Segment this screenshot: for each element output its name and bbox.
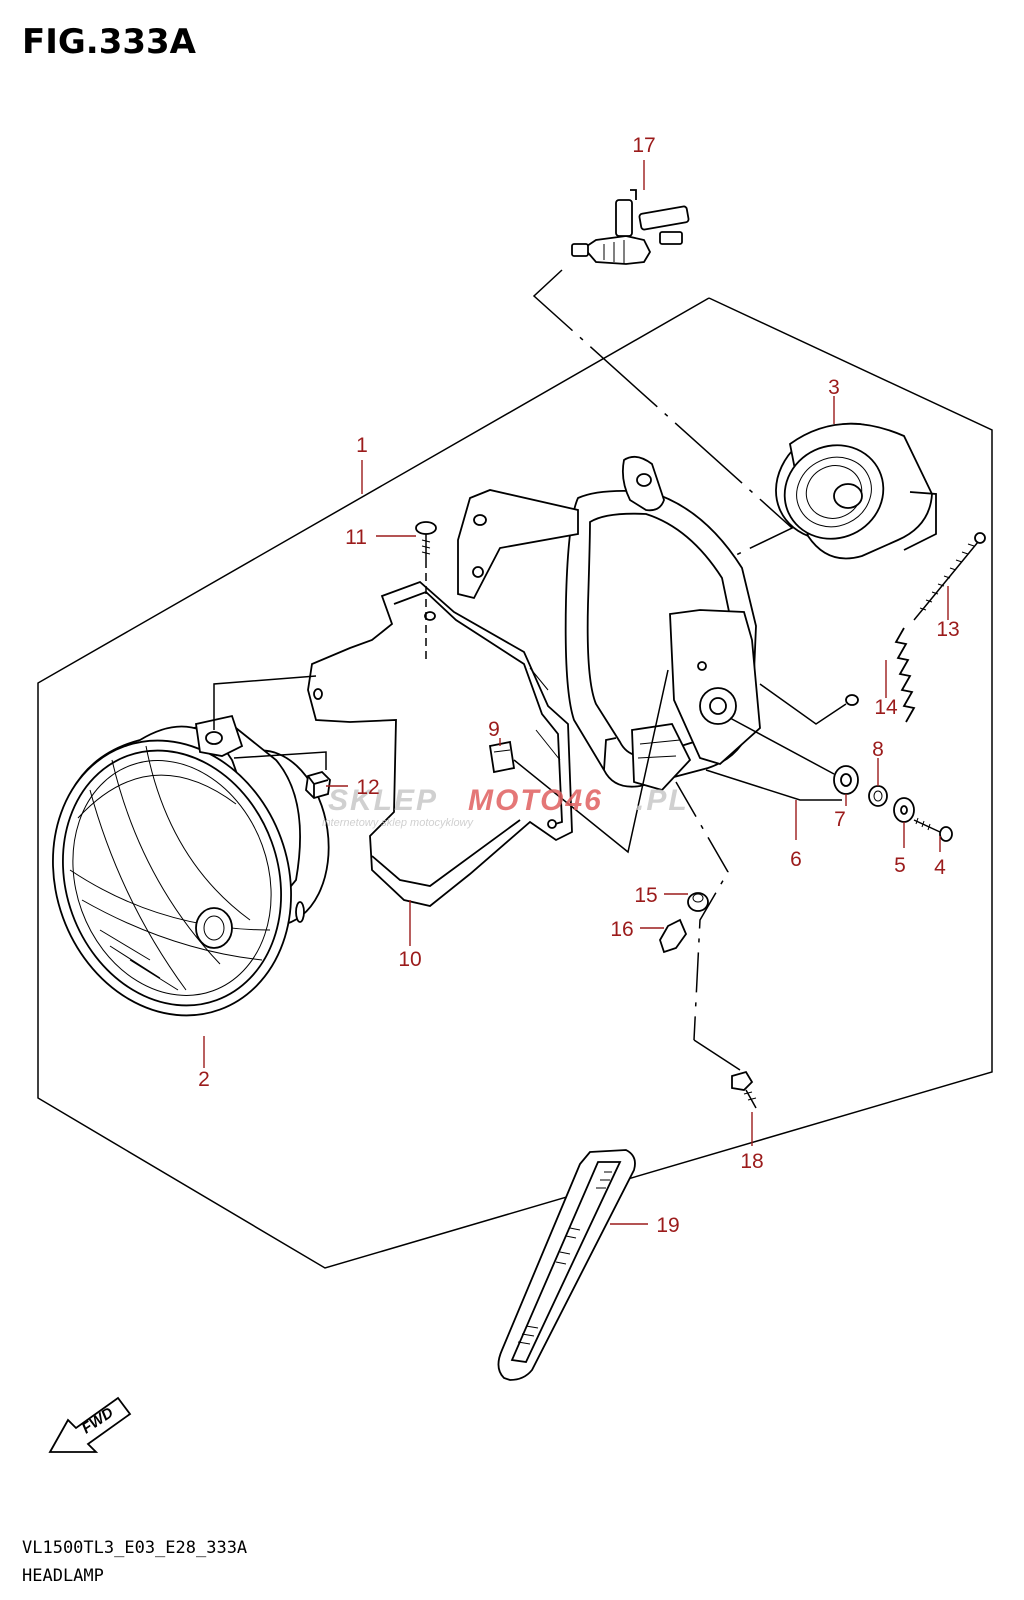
part-grommet-15 [687, 892, 709, 912]
callout-10: 10 [398, 948, 421, 971]
callout-2: 2 [198, 1068, 210, 1091]
callout-9: 9 [488, 718, 500, 741]
part-bolt-18 [731, 1070, 757, 1109]
clamp-guide-line [513, 669, 669, 854]
callout-17: 17 [632, 134, 655, 157]
spring-guide-line [759, 683, 847, 725]
nut-guide-line [233, 751, 327, 770]
part-collar [868, 785, 888, 807]
adjuster-guide-line [729, 717, 835, 775]
watermark-domain: .PL [636, 784, 689, 817]
callout-14: 14 [874, 696, 898, 719]
part-washer [893, 797, 915, 823]
part-grommet [833, 765, 859, 795]
callout-8: 8 [872, 738, 884, 761]
watermark-brand-gray: SKLEP [328, 784, 438, 817]
part-reflector [497, 1149, 636, 1381]
callout-11: 11 [345, 526, 367, 549]
callout-labels: 1 2 3 4 5 6 7 8 9 10 11 12 13 14 15 16 1… [198, 134, 960, 1237]
part-nut [305, 770, 331, 800]
figure-title: FIG.333A [22, 22, 196, 62]
small-parts-guide [675, 781, 729, 1041]
callout-7: 7 [834, 808, 846, 831]
part-spring [845, 627, 916, 723]
part-headlamp-unit [52, 714, 330, 1017]
ear-guide-line [213, 675, 317, 730]
callout-4: 4 [934, 856, 946, 879]
callout-5: 5 [894, 854, 906, 877]
callout-1: 1 [356, 434, 368, 457]
callout-15: 15 [634, 884, 657, 907]
callout-19: 19 [656, 1214, 679, 1237]
figure-name: HEADLAMP [22, 1566, 104, 1586]
part-holder-bracket [307, 580, 573, 907]
part-screw-11 [415, 521, 437, 560]
part-bulb [571, 189, 690, 265]
watermark-brand-red: MOTO46 [468, 784, 603, 817]
callout-6: 6 [790, 848, 802, 871]
fwd-arrow-icon: FWD [48, 1396, 132, 1453]
part-back-shell [775, 422, 937, 560]
adjuster-bracket-6 [705, 769, 842, 801]
part-mount-frame [457, 455, 761, 792]
model-code: VL1500TL3_E03_E28_333A [22, 1538, 248, 1558]
assembly-outline [37, 297, 993, 1269]
callout-16: 16 [610, 918, 633, 941]
watermark-tagline: internetowy sklep motocyklowy [322, 817, 475, 829]
part-bolt-4 [913, 817, 953, 842]
callout-12: 12 [356, 776, 379, 799]
part-adjust-screw [913, 532, 986, 621]
leader-lines [203, 160, 949, 1225]
bulb-guide-line [532, 269, 794, 557]
part-clamp [488, 740, 516, 774]
watermark: SKLEP MOTO46 .PL internetowy sklep motoc… [322, 784, 689, 829]
callout-13: 13 [936, 618, 959, 641]
callout-18: 18 [740, 1150, 763, 1173]
part-collar-16 [659, 918, 688, 954]
callout-3: 3 [828, 376, 840, 399]
bolt-18-guide [693, 1039, 741, 1071]
